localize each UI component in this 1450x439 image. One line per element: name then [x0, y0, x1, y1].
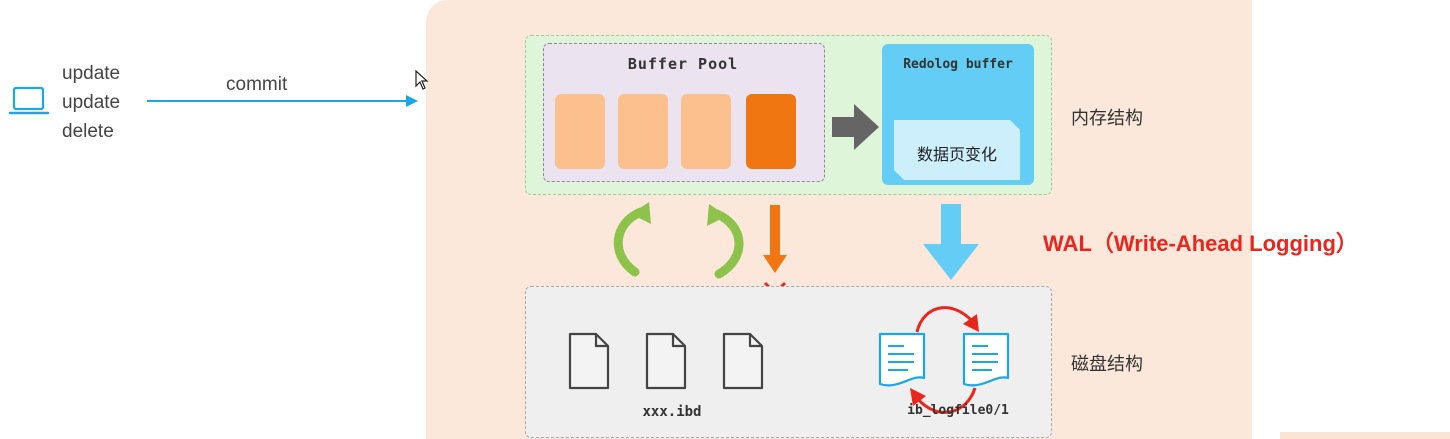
write-to-redolog-arrow	[832, 104, 879, 150]
data-file-label: xxx.ibd	[642, 404, 702, 420]
redolog-flush-arrow	[923, 204, 979, 280]
memory-structure-label: 内存结构	[1071, 108, 1143, 128]
file-icon	[568, 332, 610, 390]
laptop-icon	[9, 86, 49, 115]
command-update: update	[62, 92, 121, 113]
sync-arrows	[613, 202, 744, 279]
buffer-page	[555, 94, 605, 169]
file-icon	[722, 332, 764, 390]
wal-label: WAL（Write-Ahead Logging）	[1043, 231, 1358, 256]
buffer-page	[618, 94, 668, 169]
command-delete: delete	[62, 121, 114, 142]
mouse-pointer-icon	[415, 69, 429, 90]
dirty-buffer-page	[746, 94, 796, 169]
background-strip	[1280, 432, 1450, 439]
commit-arrow	[147, 95, 418, 107]
data-page-change-card	[894, 120, 1020, 180]
buffer-page	[681, 94, 731, 169]
redolog-buffer-title: Redolog buffer	[903, 57, 1013, 72]
file-icon	[645, 332, 687, 390]
log-file-icon	[962, 332, 1010, 387]
log-file-label: ib_logfile0/1	[907, 403, 1009, 418]
commit-label: commit	[226, 74, 288, 95]
command-update: update	[62, 63, 121, 84]
data-page-change-label: 数据页变化	[916, 147, 997, 164]
log-file-icon	[878, 332, 926, 387]
disk-structure-label: 磁盘结构	[1071, 354, 1143, 374]
circular-write-arrows	[910, 306, 979, 414]
buffer-pool-title: Buffer Pool	[627, 55, 739, 73]
